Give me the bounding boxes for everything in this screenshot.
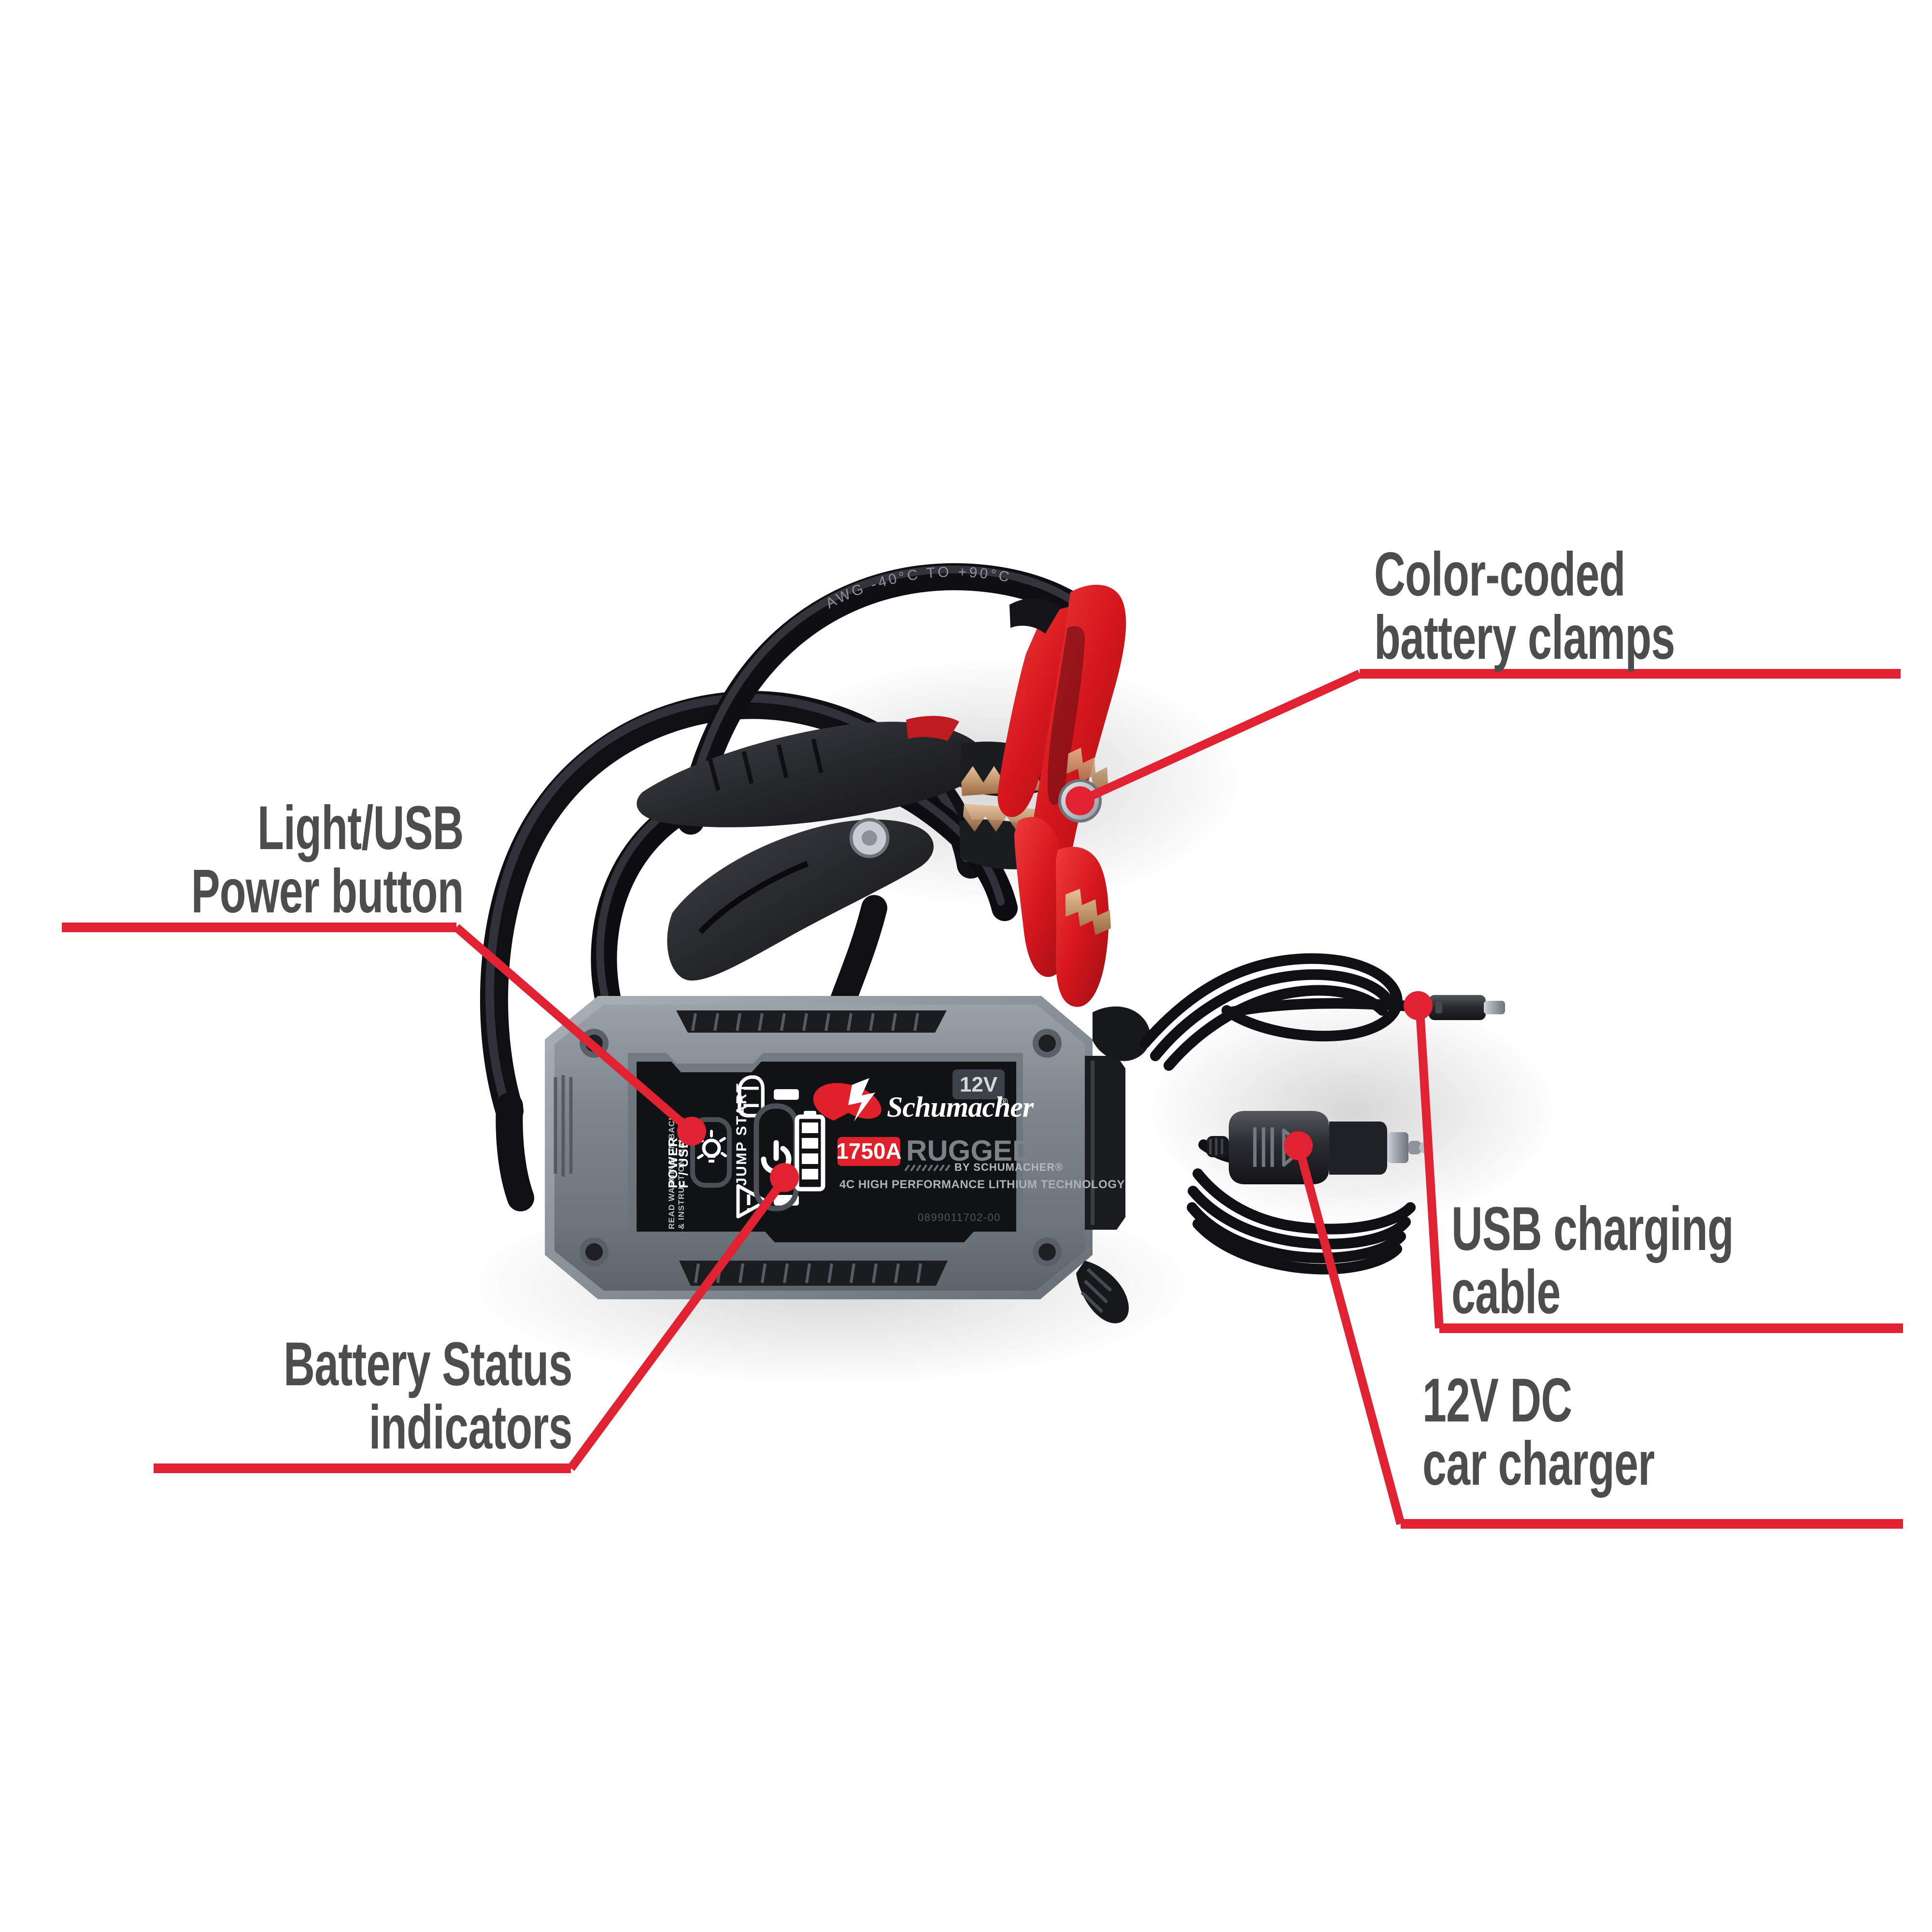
jump-starter-unit [545,996,1151,1323]
warning-text-line2: & INSTRUCTION MANUAL [677,1117,686,1229]
callout-label-line: 12V DC [1422,1366,1572,1435]
callout-anchor-dot [1404,991,1433,1020]
model-code-text: 0899011702-00 [918,1211,1001,1223]
callout-leader-line [1296,1151,1405,1525]
schumacher-wordmark: Schumacher [887,1091,1034,1123]
schumacher-swoosh-logo [813,1078,881,1122]
callout-label-line: battery clamps [1374,603,1675,672]
callout-leader-line [1085,669,1362,802]
rugged-hatch-marks [904,1164,951,1172]
callout-label-line: car charger [1422,1429,1655,1498]
callout-leader-12v-dc-car-charger [1284,1131,1903,1529]
callout-label-line: Light/USB [257,794,464,863]
usb-c-connector [1429,995,1505,1020]
car-led-indicator [774,1089,799,1100]
callout-label-line: cable [1451,1257,1561,1327]
callout-label-line: Color-coded [1374,540,1626,609]
callout-label-line: indicators [369,1392,573,1462]
callout-leader-line [1416,1011,1444,1329]
corner-screws [580,1029,1062,1266]
schumacher-registered-mark: ® [1001,1097,1008,1108]
callout-anchor-dot [770,1163,799,1192]
rugged-sub-text: BY SCHUMACHER® [954,1161,1063,1173]
callout-leader-line [567,1181,784,1471]
callout-leader-usb-charging-cable [1404,991,1903,1333]
lithium-tech-text: 4C HIGH PERFORMANCE LITHIUM TECHNOLOGY [839,1178,1125,1191]
jump-start-label: JUMP START [734,1082,750,1186]
light-usb-power-button [690,1117,732,1188]
usb-charging-cable [1139,953,1474,1071]
battery-level-icon [795,1111,825,1192]
amps-badge-text: 1750A [836,1138,902,1164]
callout-anchor-dot [1284,1131,1313,1160]
control-panel-graphics: 12V [666,1069,1125,1229]
power-label-text2: POWER [666,1137,680,1188]
rugged-wordmark: RUGGED [906,1135,1033,1167]
callout-leader-color-coded-battery-clamps [1065,669,1901,815]
callout-leader-battery-status-indicators [154,1163,799,1473]
callout-label-line: Battery Status [284,1330,572,1399]
warning-text-line1: READ WARNING ON BACK [667,1114,676,1229]
warning-triangle-icon [736,1184,768,1219]
amps-badge-bg [838,1137,900,1166]
callout-anchor-dot [1065,786,1094,815]
callout-anchor-dot [677,1117,706,1146]
callout-leader-light-usb-power-button [62,923,706,1146]
callout-label-line: Power button [191,856,464,926]
callout-label-line: USB charging [1451,1194,1734,1264]
voltage-badge-text: 12V [960,1073,998,1096]
power-label-text: F / USB [676,1138,691,1188]
callout-leader-line [454,924,688,1129]
